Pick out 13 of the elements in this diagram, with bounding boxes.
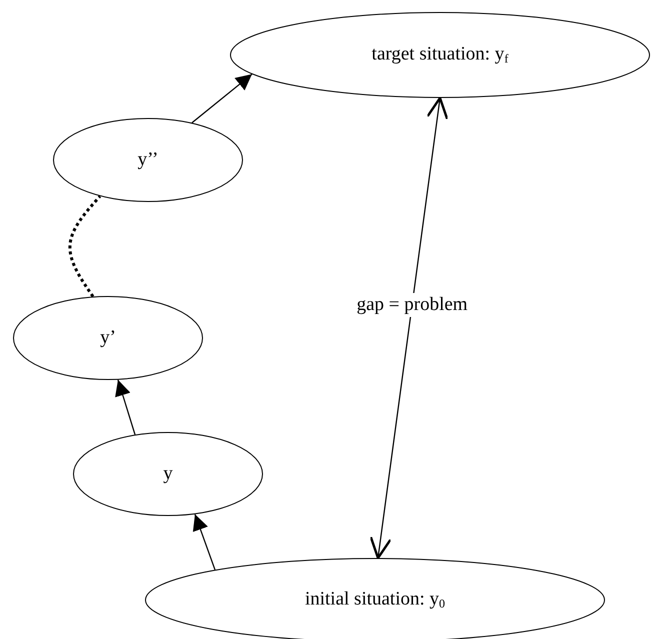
- arrow: [192, 74, 252, 124]
- ellipse-node: [73, 432, 263, 516]
- node-label: y’: [99, 327, 117, 349]
- node-label: initial situation: y$_{0}$: [304, 588, 446, 612]
- ellipse-node: [230, 12, 650, 98]
- arrow: [115, 380, 136, 435]
- ellipse-node: [53, 118, 243, 202]
- ellipse-node: [13, 296, 203, 380]
- node-label: y: [162, 463, 174, 485]
- arrow: [370, 96, 448, 560]
- arrow: [192, 514, 216, 570]
- node-label: target situation: y$_{f}$: [370, 44, 510, 66]
- node-label: y’’: [136, 149, 160, 171]
